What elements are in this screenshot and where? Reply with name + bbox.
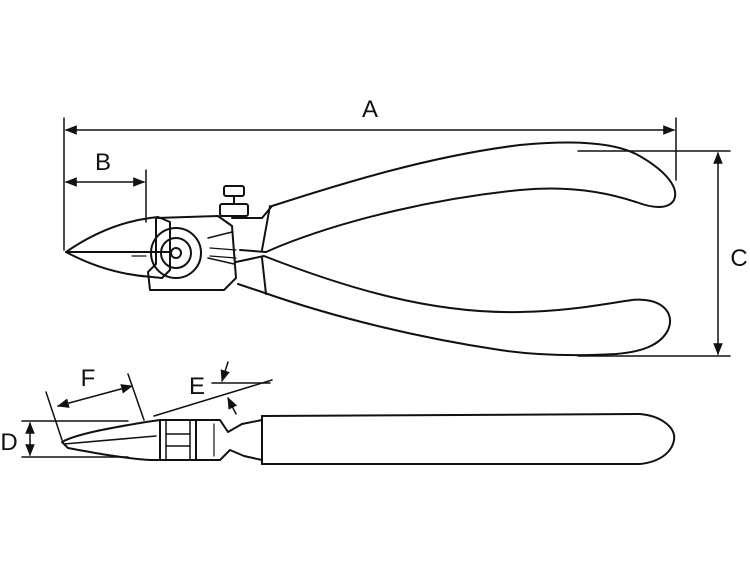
pliers-bottom-view <box>61 413 676 465</box>
bottom-neck <box>195 419 263 461</box>
lower-handle-sleeve-start <box>261 257 267 295</box>
dim-F-ext-right <box>127 373 145 421</box>
bottom-jaw-bevel <box>63 435 157 445</box>
dim-F-ext-left <box>45 391 63 441</box>
upper-jaw <box>65 216 171 253</box>
upper-handle <box>231 141 677 253</box>
dimension-C <box>577 150 731 357</box>
dim-E-arrow-top <box>220 361 230 383</box>
label-E: E <box>189 373 205 400</box>
dimension-B <box>64 169 147 223</box>
label-C: C <box>730 245 747 272</box>
lower-jaw <box>65 251 171 279</box>
dim-F-line <box>56 384 134 408</box>
dim-E-arrow-bottom <box>227 396 238 415</box>
joint-slot-2 <box>209 247 237 259</box>
dim-E-ref-line <box>153 379 273 417</box>
bottom-joint-block <box>159 419 197 461</box>
label-A: A <box>362 96 378 123</box>
label-F: F <box>81 365 96 392</box>
label-D: D <box>0 429 17 456</box>
dimension-D <box>21 420 129 458</box>
pivot-hole <box>170 247 182 259</box>
dimension-E <box>153 361 273 417</box>
spring-screw-nut <box>219 203 249 217</box>
joint-slot <box>207 231 235 265</box>
bottom-handle <box>261 413 676 465</box>
dimension-A <box>63 117 677 251</box>
label-B: B <box>95 149 111 176</box>
joint-body <box>147 215 237 291</box>
pivot-ring-inner <box>160 237 192 269</box>
dimension-F <box>45 373 145 441</box>
pliers-top-view <box>65 141 677 357</box>
spring-screw-head <box>223 185 245 197</box>
lower-handle <box>235 255 671 357</box>
pivot-ring-outer <box>150 227 202 279</box>
upper-handle-sleeve-start <box>261 205 271 251</box>
